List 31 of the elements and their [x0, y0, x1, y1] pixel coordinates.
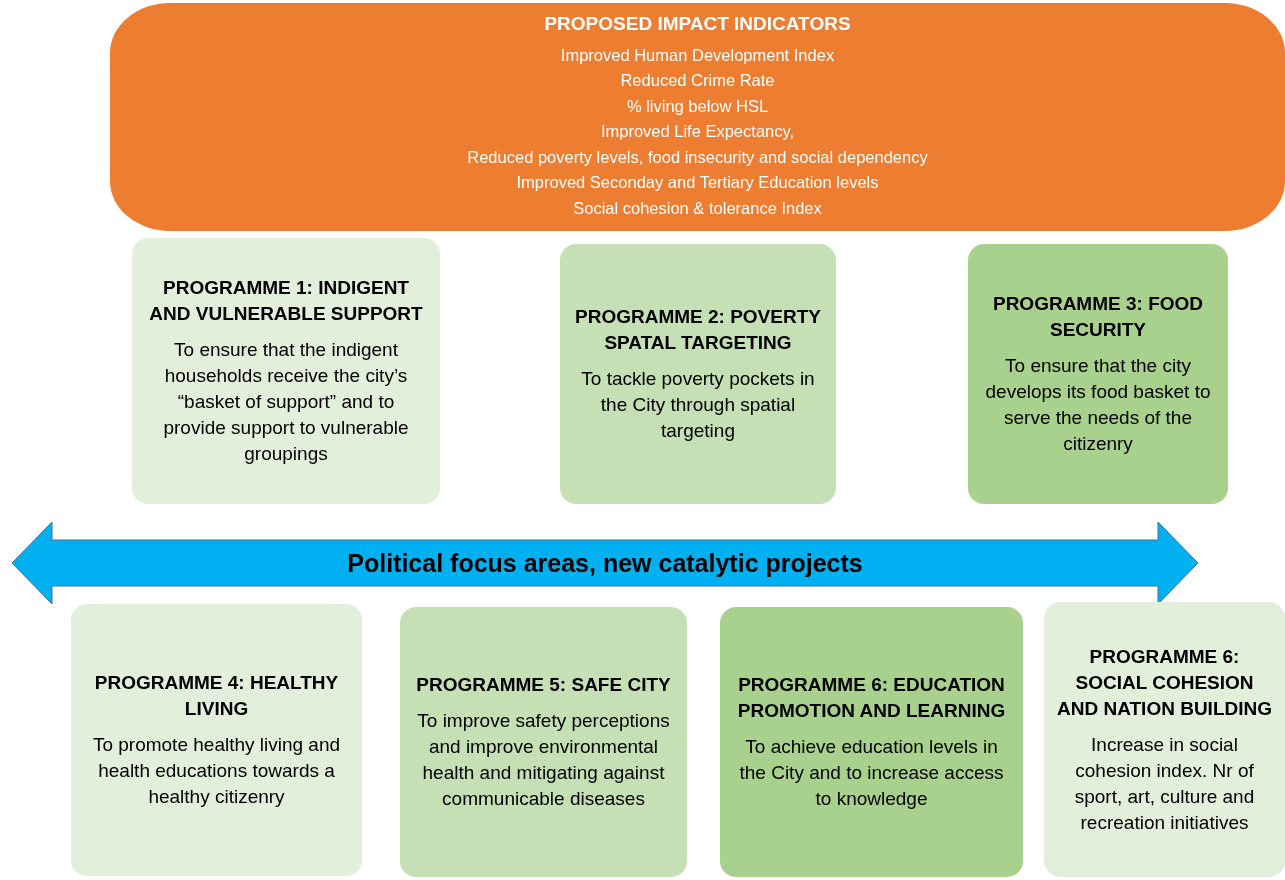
- programme-card: [720, 607, 1023, 877]
- indicator-item: % living below HSL: [626, 95, 769, 117]
- programme-description: To promote healthy living and health educations towards a healthy citizenry: [91, 733, 342, 809]
- programme-card: [132, 238, 440, 504]
- indicator-item: Improved Life Expectancy,: [600, 121, 795, 143]
- indicator-item: Improved Human Development Index: [560, 44, 835, 66]
- programme-heading: PROGRAMME 5: SAFE CITY: [416, 673, 671, 697]
- programme-card: [1044, 602, 1285, 877]
- programme-description: To ensure that the indigent households receive the city’s “basket of support” and to provide support to vulnerable groupings: [162, 338, 410, 466]
- programme-heading: PROGRAMME 3: FOOD SECURITY: [991, 292, 1205, 342]
- arrow-label: Political focus areas, new catalytic projects: [347, 548, 863, 578]
- indicator-item: Reduced poverty levels, food insecurity and social dependency: [467, 146, 928, 168]
- indicators-banner: [110, 3, 1285, 231]
- indicator-item: Improved Seconday and Tertiary Education levels: [516, 172, 879, 194]
- programme-heading: PROGRAMME 6: SOCIAL COHESION AND NATION BUILDING: [1056, 644, 1273, 721]
- indicator-item: Social cohesion & tolerance Index: [573, 197, 822, 219]
- indicator-item: Reduced Crime Rate: [620, 70, 775, 92]
- programme-card: [968, 244, 1228, 504]
- programme-description: Increase in social cohesion index. Nr of sport, art, culture and recreation initiatives: [1073, 732, 1256, 835]
- banner-heading: PROPOSED IMPACT INDICATORS: [544, 12, 851, 35]
- programme-description: To tackle poverty pockets in the City through spatial targeting: [580, 367, 816, 443]
- programme-heading: PROGRAMME 1: INDIGENT AND VULNERABLE SUPPORT: [148, 276, 424, 326]
- programme-heading: PROGRAMME 6: EDUCATION PROMOTION AND LEARNING: [736, 673, 1007, 723]
- programme-description: To ensure that the city develops its food basket to serve the needs of the citizenry: [984, 354, 1212, 456]
- programme-heading: PROGRAMME 4: HEALTHY LIVING: [93, 671, 340, 721]
- programme-description: To achieve education levels in the City and to increase access to knowledge: [738, 735, 1005, 811]
- programme-description: To improve safety perceptions and improve environmental health and mitigating against communicable diseases: [416, 709, 671, 811]
- programme-card: [71, 604, 362, 876]
- programme-card: [560, 244, 836, 504]
- programme-heading: PROGRAMME 2: POVERTY SPATAL TARGETING: [574, 305, 822, 355]
- programme-card: [400, 607, 687, 877]
